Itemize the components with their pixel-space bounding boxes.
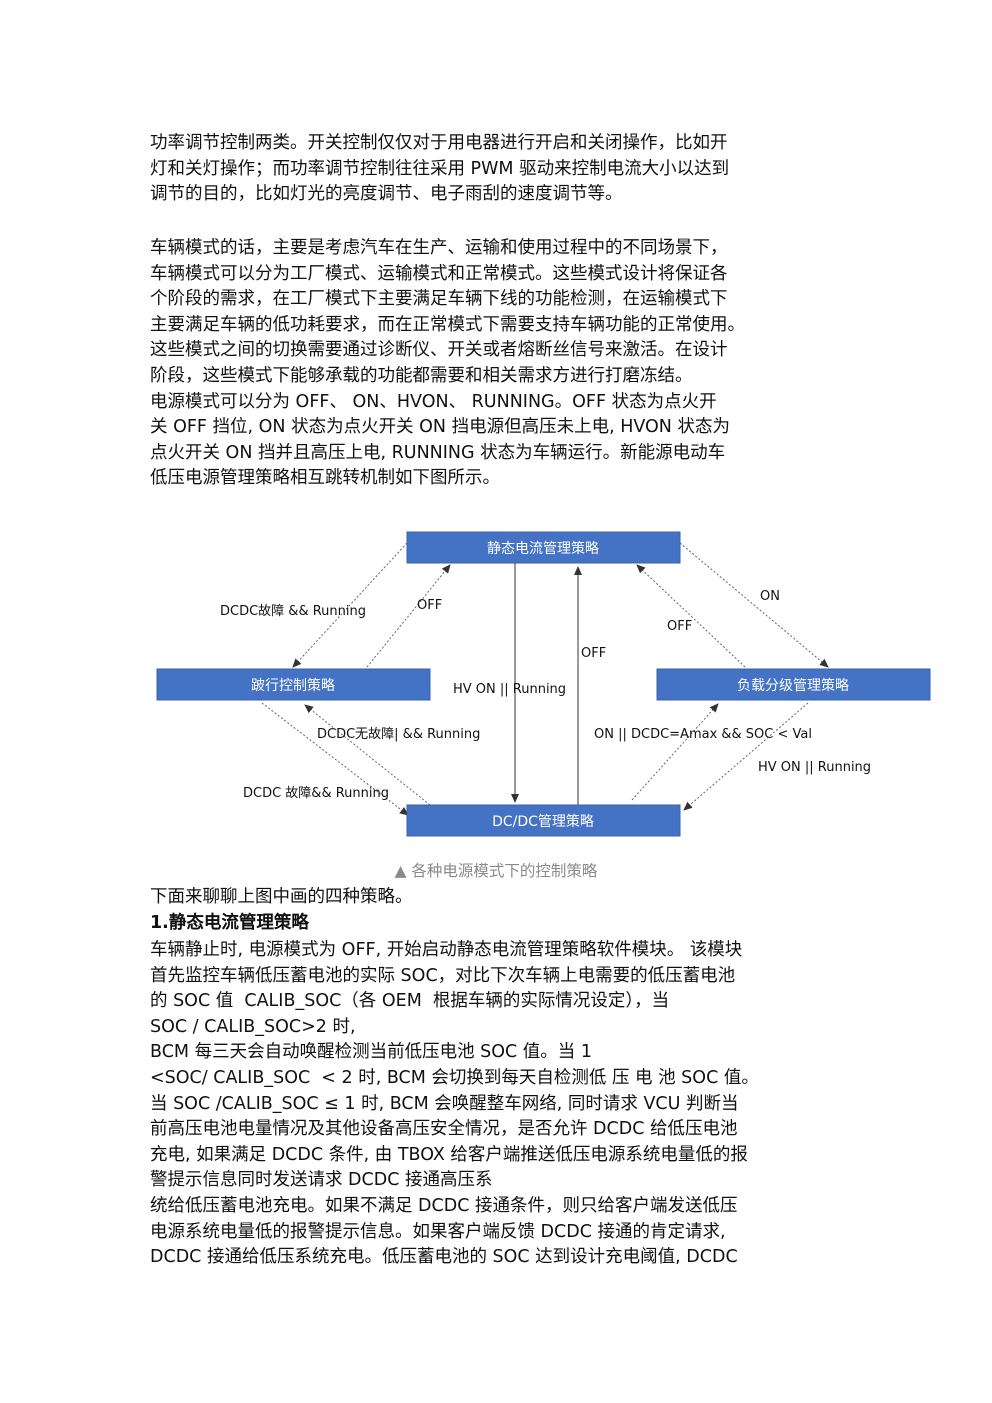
- intro-line: 下面来聊聊上图中画的四种策略。: [150, 887, 413, 907]
- label-dcdc-fault-running-2: DCDC 故障&& Running: [243, 786, 389, 801]
- label-off-left: OFF: [417, 598, 442, 613]
- node-right: 负载分级管理策略: [656, 668, 931, 701]
- label-on-dcdc-amax: ON || DCDC=Amax && SOC < Val: [594, 727, 812, 742]
- label-dcdc-fault-running: DCDC故障 && Running: [220, 604, 366, 619]
- svg-text:负载分级管理策略: 负载分级管理策略: [737, 677, 849, 694]
- arrow-bottom-to-right: [631, 703, 719, 801]
- paragraph-2: 车辆模式的话，主要是考虑汽车在生产、运输和使用过程中的不同场景下， 车辆模式可以…: [150, 238, 745, 489]
- node-top: 静态电流管理策略: [406, 531, 681, 564]
- label-on-right: ON: [760, 589, 780, 604]
- arrow-left-to-bottom: [261, 702, 409, 816]
- diagram-edge-labels: DCDC故障 && Running OFF ON OFF OFF HV ON |…: [220, 589, 871, 801]
- power-mode-diagram: 静态电流管理策略 跛行控制策略 负载分级管理策略 DC/DC管理策略 DCDC故…: [156, 531, 931, 837]
- arrow-bottom-to-left: [304, 704, 431, 806]
- label-hvon-running-right: HV ON || Running: [758, 760, 871, 775]
- svg-text:DC/DC管理策略: DC/DC管理策略: [492, 813, 594, 830]
- svg-text:静态电流管理策略: 静态电流管理策略: [487, 540, 599, 557]
- section-heading: 1.静态电流管理策略: [150, 913, 309, 933]
- diagram-arrows: [261, 542, 829, 816]
- svg-text:跛行控制策略: 跛行控制策略: [251, 677, 335, 694]
- arrow-right-to-bottom: [683, 702, 809, 811]
- label-dcdc-no-fault: DCDC无故障| && Running: [317, 727, 480, 742]
- paragraph-3: 车辆静止时, 电源模式为 OFF, 开始启动静态电流管理策略软件模块。 该模块 …: [150, 940, 759, 1268]
- arrow-top-to-left: [292, 542, 408, 668]
- figure-caption: ▲ 各种电源模式下的控制策略: [394, 862, 598, 880]
- node-left: 跛行控制策略: [156, 668, 431, 701]
- label-off-center: OFF: [581, 646, 606, 661]
- arrow-right-to-top: [636, 564, 746, 668]
- paragraph-1: 功率调节控制两类。开关控制仅仅对于用电器进行开启和关闭操作，比如开 灯和关灯操作…: [150, 133, 730, 205]
- node-bottom: DC/DC管理策略: [406, 804, 681, 837]
- label-hvon-running-center: HV ON || Running: [453, 682, 566, 697]
- label-off-right: OFF: [667, 619, 692, 634]
- arrow-top-to-right: [679, 542, 829, 668]
- arrow-left-to-top: [366, 564, 451, 668]
